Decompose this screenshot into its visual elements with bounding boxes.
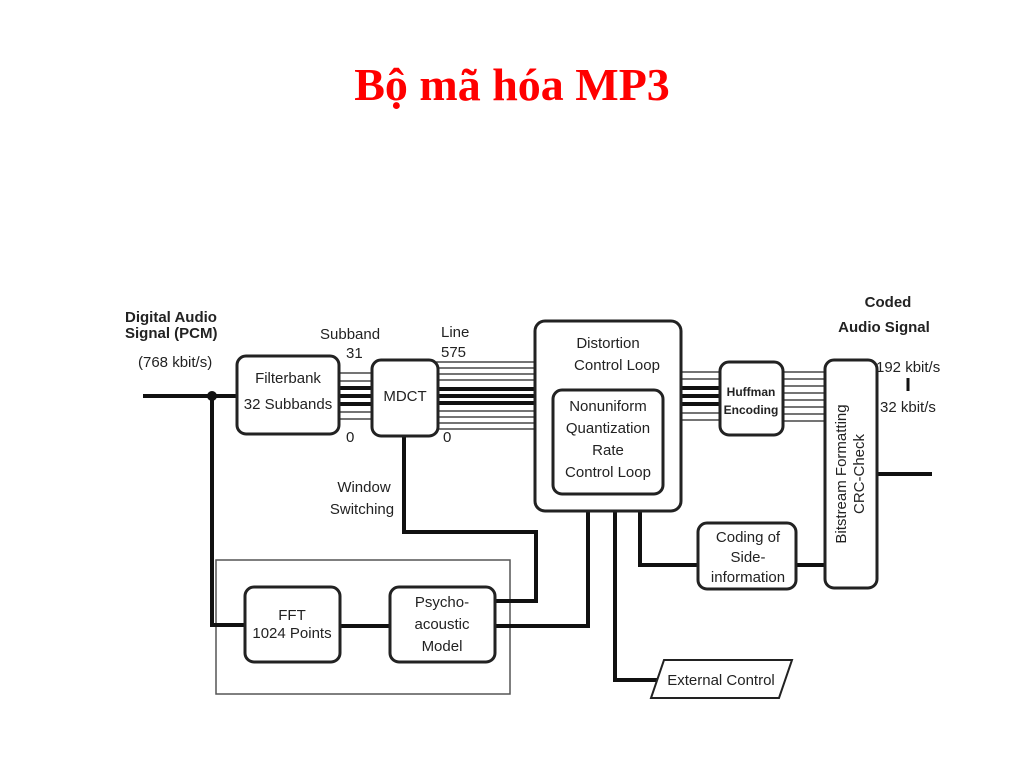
bitstream-label: Bitstream Formatting CRC-Check	[833, 404, 868, 543]
fft-label-line2: 1024 Points	[252, 625, 331, 642]
line-top: 575	[441, 344, 466, 361]
psycho-block	[388, 585, 497, 664]
psycho-label-line1: Psycho-	[415, 594, 469, 611]
psycho-label-line3: Model	[422, 638, 463, 655]
huffman-label-line1: Huffman	[727, 385, 776, 399]
external-control-line	[613, 510, 664, 682]
nonuniform-label-line2: Quantization	[566, 420, 650, 437]
line-label: Line	[441, 324, 469, 341]
mdct-label: MDCT	[383, 388, 426, 405]
input-to-fft-line	[210, 396, 248, 627]
distortion-label-line2: Control Loop	[574, 357, 660, 374]
huffman-output-lines	[781, 371, 827, 422]
mdct-output-lines	[436, 361, 537, 430]
huffman-block	[718, 360, 785, 437]
nonuniform-label-line4: Control Loop	[565, 464, 651, 481]
filterbank-block	[235, 354, 341, 436]
input-rate: (768 kbit/s)	[138, 354, 212, 371]
nonuniform-label-line3: Rate	[592, 442, 624, 459]
mdct-block	[370, 358, 440, 438]
subband-bottom: 0	[346, 429, 354, 446]
huffman-label-line2: Encoding	[724, 403, 779, 417]
filterbank-sub-label: 32 Subbands	[244, 396, 332, 413]
window-label-line1: Window	[337, 479, 391, 496]
bitstream-label-line2: CRC-Check	[851, 433, 868, 514]
side-info-label-line1: Coding of	[716, 529, 781, 546]
side-info-block	[696, 521, 798, 591]
bitstream-block	[823, 358, 879, 590]
window-label-line2: Switching	[330, 501, 394, 518]
side-info-label-line3: information	[711, 569, 785, 586]
side-info-line	[638, 510, 700, 567]
filterbank-label: Filterbank	[255, 370, 321, 387]
distortion-output-lines	[679, 371, 722, 421]
input-label-line2: Signal (PCM)	[125, 325, 218, 342]
side-info-label-line2: Side-	[730, 549, 765, 566]
subband-lines	[337, 372, 374, 420]
subband-label: Subband	[320, 326, 380, 343]
output-rate-low: 32 kbit/s	[880, 399, 936, 416]
psycho-to-distortion-line	[493, 510, 590, 628]
fft-label-line1: FFT	[278, 607, 306, 624]
subband-top: 31	[346, 345, 363, 362]
external-control-block	[649, 659, 794, 699]
fft-block	[243, 585, 342, 664]
external-control-label: External Control	[667, 672, 775, 689]
psycho-label-line2: acoustic	[414, 616, 470, 633]
nonuniform-block	[551, 388, 665, 496]
window-switching-line	[402, 436, 538, 603]
output-rate-high: 192 kbit/s	[876, 359, 940, 376]
output-label-line1: Coded	[865, 294, 912, 311]
nonuniform-label-line1: Nonuniform	[569, 398, 647, 415]
input-label-line1: Digital Audio	[125, 309, 217, 326]
output-label-line2: Audio Signal	[838, 319, 930, 336]
bitstream-label-line1: Bitstream Formatting	[833, 404, 850, 543]
page-title: Bộ mã hóa MP3	[354, 59, 670, 110]
line-bottom: 0	[443, 429, 451, 446]
distortion-label-line1: Distortion	[576, 335, 639, 352]
